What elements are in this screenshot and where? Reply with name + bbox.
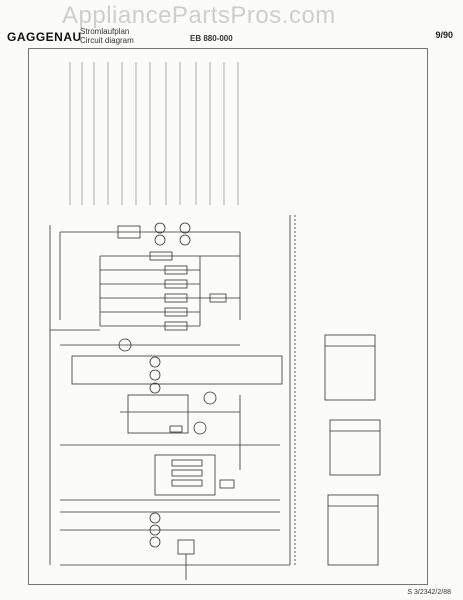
top-lamp-3 xyxy=(154,234,166,246)
lower-relay-coil-2 xyxy=(171,469,203,477)
schematic-lines xyxy=(49,215,381,580)
ladder-relay-1 xyxy=(149,251,173,261)
bottom-lamp-3 xyxy=(149,536,161,548)
middle-lamp-3 xyxy=(149,382,161,394)
ladder-relay-5 xyxy=(209,293,227,303)
fan-motor-2 xyxy=(193,421,207,435)
legend-block xyxy=(69,62,239,205)
ladder-relay-3 xyxy=(164,279,188,289)
ladder-relay-6 xyxy=(164,307,188,317)
switch-table-s1 xyxy=(324,334,376,401)
top-heater-element xyxy=(117,225,141,239)
lower-relay-frame xyxy=(154,454,216,496)
middle-lamp-2 xyxy=(149,369,161,381)
lower-relay-coil-1 xyxy=(171,459,203,467)
watermark-text: AppliancePartsPros.com xyxy=(62,2,336,29)
middle-lamp-1 xyxy=(149,356,161,368)
fan-motor-1 xyxy=(203,391,217,405)
terminal-block xyxy=(177,539,195,555)
middle-block-frame xyxy=(71,355,283,385)
ladder-relay-7 xyxy=(164,321,188,331)
document-number: S 3/2342/2/88 xyxy=(407,589,451,596)
bottom-lamp-1 xyxy=(149,512,161,524)
document-title: Stromlaufplan Circuit diagram xyxy=(80,27,134,45)
switch-table-s3 xyxy=(327,494,379,566)
switch-table-s2 xyxy=(329,419,381,476)
ladder-relay-2 xyxy=(164,265,188,275)
lower-relay-coil-3 xyxy=(171,479,203,487)
document-date: 9/90 xyxy=(435,30,453,40)
drawing-frame xyxy=(28,48,428,585)
lower-relay-contact xyxy=(219,479,235,489)
thermostat-block xyxy=(127,394,189,434)
document-title-line2: Circuit diagram xyxy=(80,36,134,45)
thermostat-resistor xyxy=(169,425,183,433)
top-lamp-4 xyxy=(179,234,191,246)
ladder-relay-4 xyxy=(164,293,188,303)
document-title-line1: Stromlaufplan xyxy=(80,27,130,36)
brand-logo-text: GAGGENAU xyxy=(7,30,82,44)
model-number: EB 880-000 xyxy=(190,34,233,43)
top-lamp-1 xyxy=(154,222,166,234)
top-lamp-2 xyxy=(179,222,191,234)
